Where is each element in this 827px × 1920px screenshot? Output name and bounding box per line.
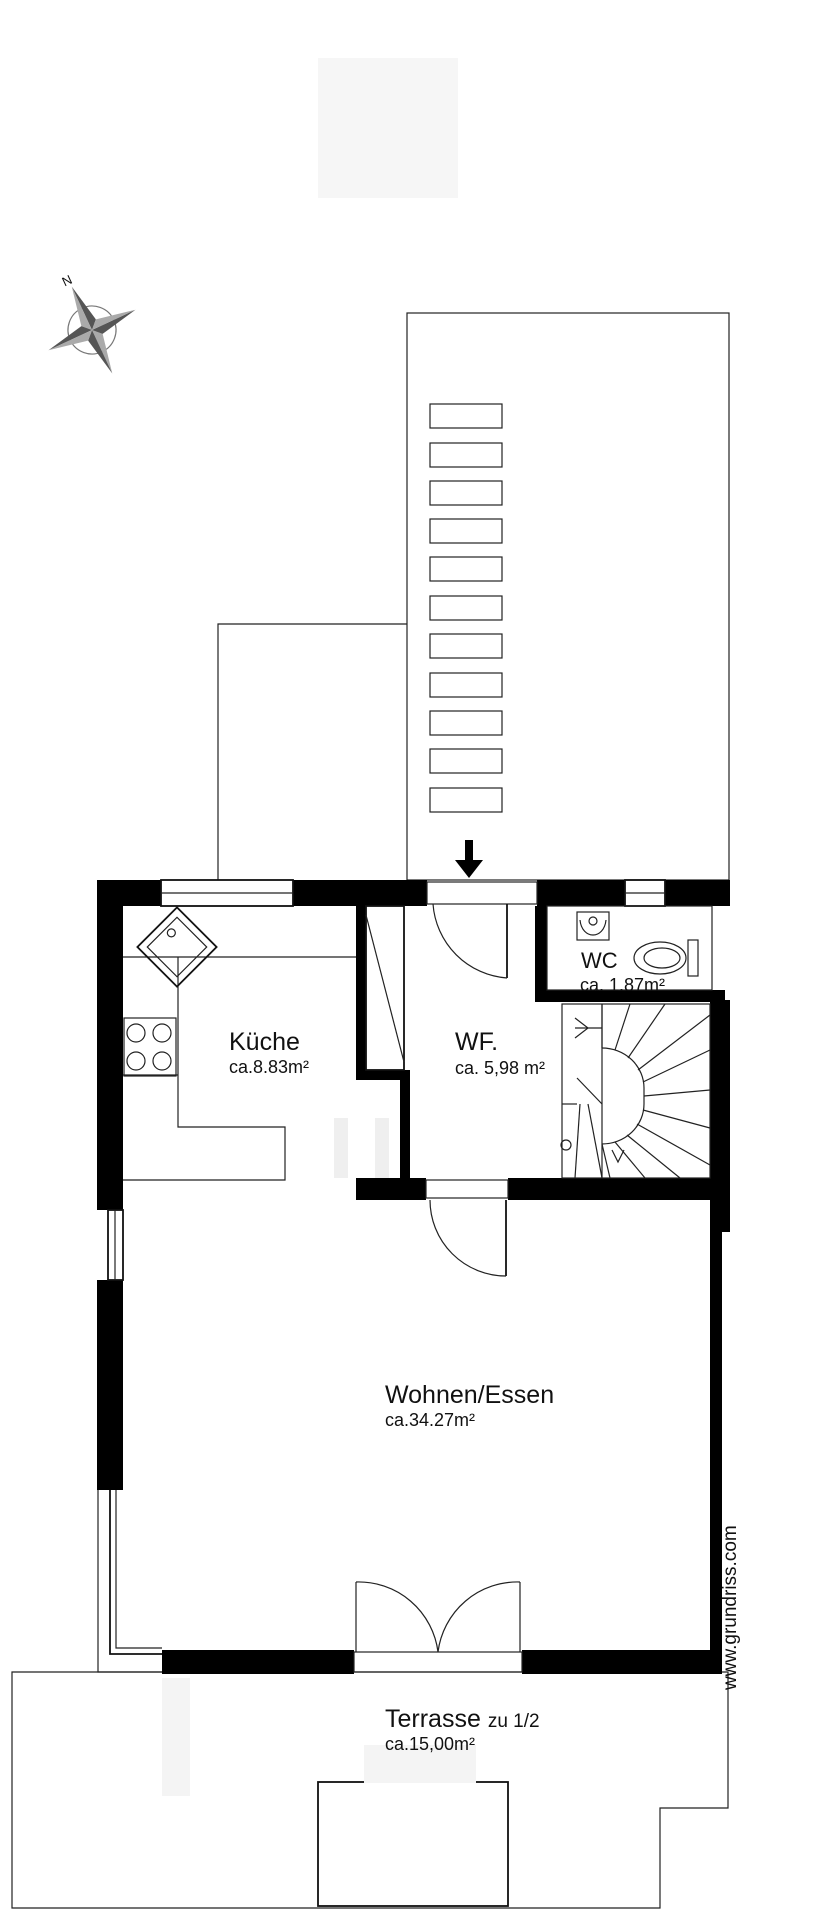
- windows: [97, 879, 666, 1673]
- kitchen-counter: [123, 956, 356, 1181]
- wardrobe: [365, 905, 405, 1071]
- faint-block: [318, 58, 458, 198]
- terrace-faint-block-left: [162, 1678, 190, 1796]
- terrace-french-door: [353, 1581, 523, 1673]
- interior-walls: [356, 906, 725, 1200]
- exterior-walls: [97, 880, 730, 1674]
- room-name-wf: WF.: [455, 1028, 498, 1056]
- stove-icon: [123, 1017, 177, 1077]
- compass-rose-icon: [48, 286, 136, 374]
- room-area-kueche: ca.8.83m²: [229, 1057, 309, 1077]
- room-area-wohnen: ca.34.27m²: [385, 1410, 475, 1430]
- compass-label: N: [60, 272, 75, 290]
- room-name-wohnen: Wohnen/Essen: [385, 1381, 554, 1409]
- toilet-icon: [633, 939, 699, 977]
- room-area-terrasse: ca.15,00m²: [385, 1734, 475, 1754]
- terrace-name-suffix: zu 1/2: [488, 1711, 540, 1732]
- living-room-door: [425, 1179, 509, 1277]
- room-name-kueche: Küche: [229, 1028, 300, 1056]
- outdoor-steps: [429, 403, 503, 813]
- terrace-planter: [317, 1781, 509, 1907]
- watermark: www.grundriss.com: [720, 1525, 741, 1691]
- faint-marks: [334, 1118, 389, 1178]
- entrance-door: [426, 881, 538, 979]
- entrance-arrow-icon: [455, 840, 483, 878]
- staircase: [560, 1003, 711, 1179]
- carport-outline: [217, 623, 407, 880]
- kitchen-sink-icon: [136, 906, 218, 988]
- wc-room: [546, 905, 713, 991]
- terrace-outline: [11, 1671, 729, 1909]
- room-area-wc: ca. 1.87m²: [580, 975, 665, 995]
- room-area-wf: ca. 5,98 m²: [455, 1058, 545, 1078]
- terrace-name: Terrasse: [385, 1705, 481, 1733]
- terrace-faint-block-right: [364, 1745, 476, 1783]
- room-name-terrasse: Terrasse zu 1/2: [385, 1705, 540, 1733]
- room-name-wc: WC: [581, 948, 618, 973]
